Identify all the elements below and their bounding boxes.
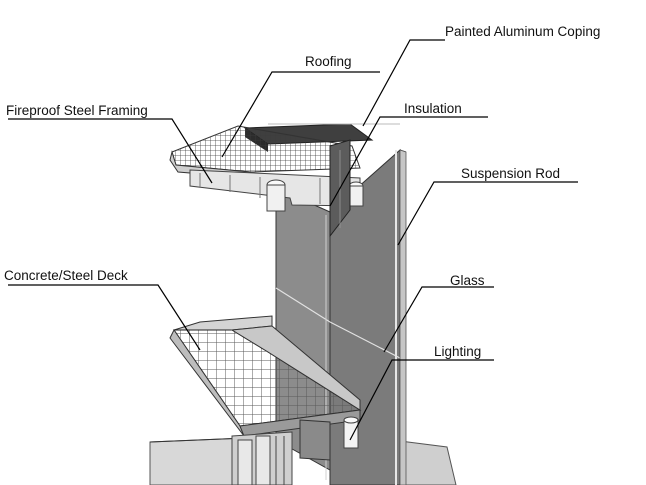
leader-roofing bbox=[221, 71, 380, 158]
label-roofing: Roofing bbox=[305, 54, 352, 69]
label-glass: Glass bbox=[450, 273, 485, 288]
leader-suspension-rod bbox=[397, 181, 578, 246]
leader-lines bbox=[8, 39, 578, 441]
leader-glass bbox=[383, 286, 494, 353]
leader-lighting bbox=[349, 359, 494, 441]
label-insulation: Insulation bbox=[404, 101, 462, 116]
label-painted-aluminum-coping: Painted Aluminum Coping bbox=[445, 24, 601, 39]
leader-painted-aluminum-coping bbox=[362, 39, 445, 127]
ground-base bbox=[149, 437, 457, 485]
label-lighting: Lighting bbox=[434, 344, 482, 359]
label-concrete-steel-deck: Concrete/Steel Deck bbox=[4, 268, 128, 283]
floor-deck bbox=[169, 315, 362, 485]
leader-concrete-steel-deck bbox=[8, 284, 201, 351]
label-suspension-rod: Suspension Rod bbox=[461, 166, 561, 181]
roof-assembly bbox=[169, 123, 400, 238]
leader-fireproof-steel-framing bbox=[8, 118, 213, 184]
label-fireproof-steel-framing: Fireproof Steel Framing bbox=[6, 103, 148, 118]
leader-insulation bbox=[329, 116, 488, 207]
